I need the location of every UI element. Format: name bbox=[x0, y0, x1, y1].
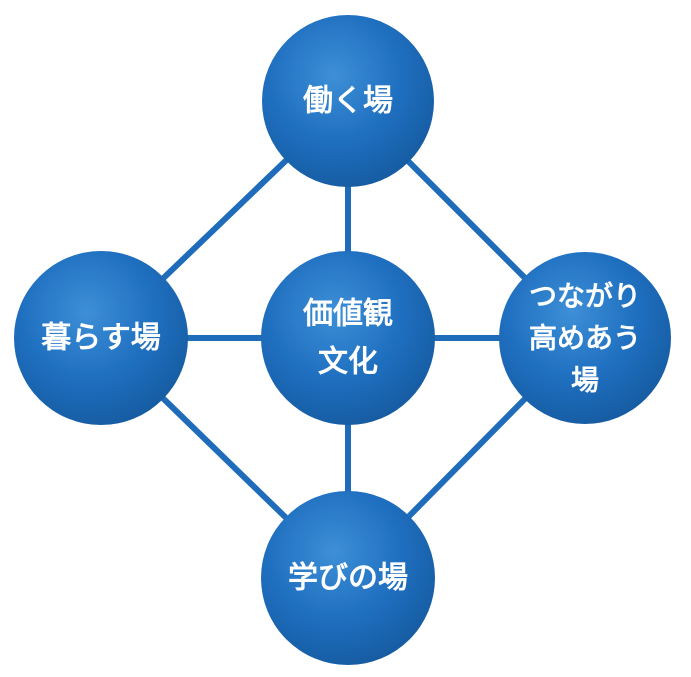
node-left-circle bbox=[14, 251, 188, 425]
node-center-label: 文化 bbox=[318, 345, 378, 380]
node-center-label: 価値観 bbox=[302, 297, 393, 332]
node-bottom-label: 学びの場 bbox=[288, 561, 408, 596]
node-right-circle bbox=[499, 252, 671, 424]
node-top: 働く場 bbox=[262, 15, 434, 187]
node-right-label: つながり bbox=[529, 280, 641, 313]
node-top-circle bbox=[262, 15, 434, 187]
node-top-label: 働く場 bbox=[302, 84, 393, 119]
node-left: 暮らす場 bbox=[14, 251, 188, 425]
node-left-label: 暮らす場 bbox=[41, 321, 160, 356]
node-center-circle bbox=[261, 251, 435, 425]
node-right-label: 高めあう bbox=[529, 322, 641, 355]
node-bottom-circle bbox=[261, 491, 435, 665]
node-right-label: 場 bbox=[571, 364, 599, 397]
node-bottom: 学びの場 bbox=[261, 491, 435, 665]
